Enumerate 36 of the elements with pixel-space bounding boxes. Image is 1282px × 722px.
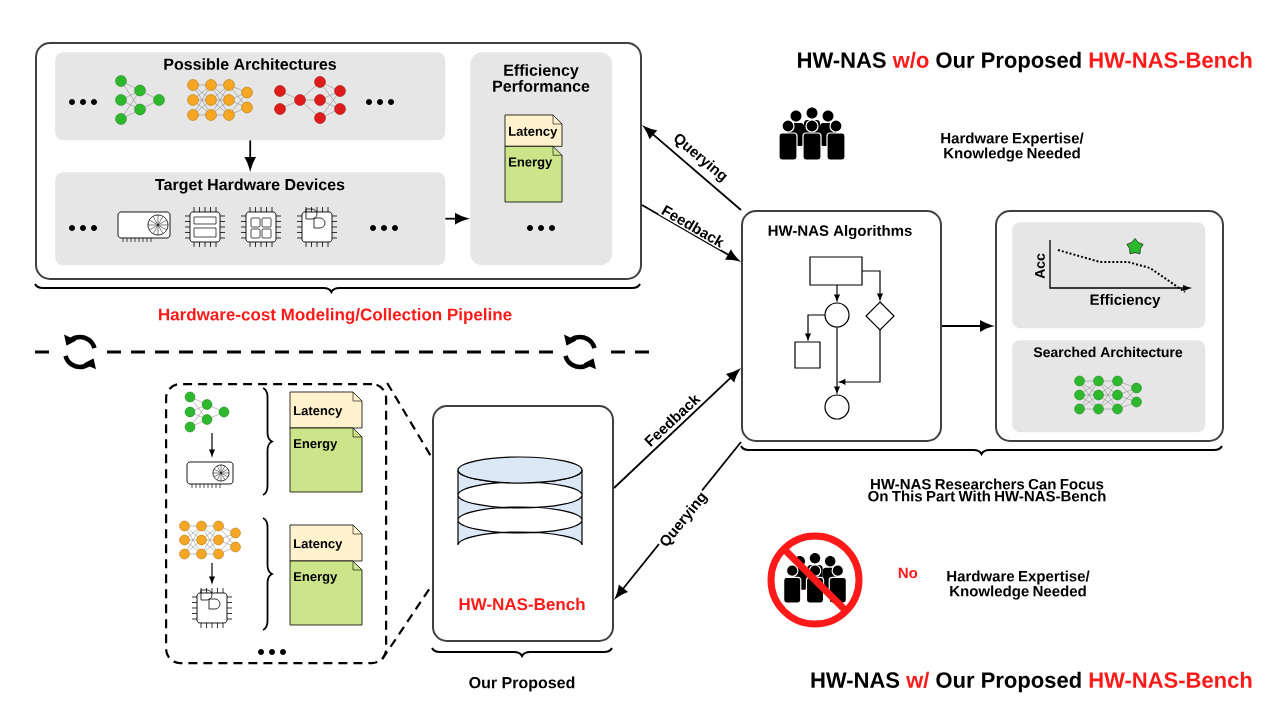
document-label: Latency [294,539,343,551]
panel-title: Target Hardware Devices [155,178,345,194]
note: HW-NAS Researchers Can Focus On This Part With HW-NAS-Bench [868,478,1106,502]
label: HW-NAS [811,672,900,688]
axis-label: Acc [1035,253,1045,279]
label: Our Proposed [936,671,1081,693]
box-title: HW-NAS Algorithms [768,224,912,239]
note: Hardware Expertise/ Knowledge Needed [947,570,1090,600]
arrow [244,139,256,170]
label: HW-NAS [798,52,886,68]
note: No [898,567,918,579]
document-label: Latency [294,406,343,418]
label: Our Proposed [936,51,1081,73]
node-label: Our Proposed [469,676,575,692]
panel-title: Searched Architecture [1033,346,1183,358]
arrow [444,213,468,224]
label: w/ [906,671,930,689]
pipeline-label: Hardware-cost Modeling/Collection Pipeline [159,308,512,324]
label: HW-NAS-Bench [1089,671,1252,688]
dashed-box [165,383,388,665]
arrow [643,126,742,211]
heading: HW-NAS w/o Our Proposed HW-NAS-Bench [798,51,1252,73]
panel-title: Possible Architectures [164,58,336,70]
panel-title: Efficiency Performance [493,64,590,92]
box-title: HW-NAS-Bench [459,597,585,611]
axis-label: Efficiency [1090,294,1161,308]
arrow [941,320,993,332]
label: w/o [892,51,929,69]
arrow [613,369,740,489]
note: Hardware Expertise/ Knowledge Needed [941,132,1084,162]
heading: HW-NAS w/ Our Proposed HW-NAS-Bench [811,671,1252,693]
pipeline-box [35,42,642,280]
document-label: Latency [509,126,558,139]
arrow [641,204,739,262]
label: HW-NAS-Bench [1089,51,1252,68]
result-box [995,210,1224,442]
